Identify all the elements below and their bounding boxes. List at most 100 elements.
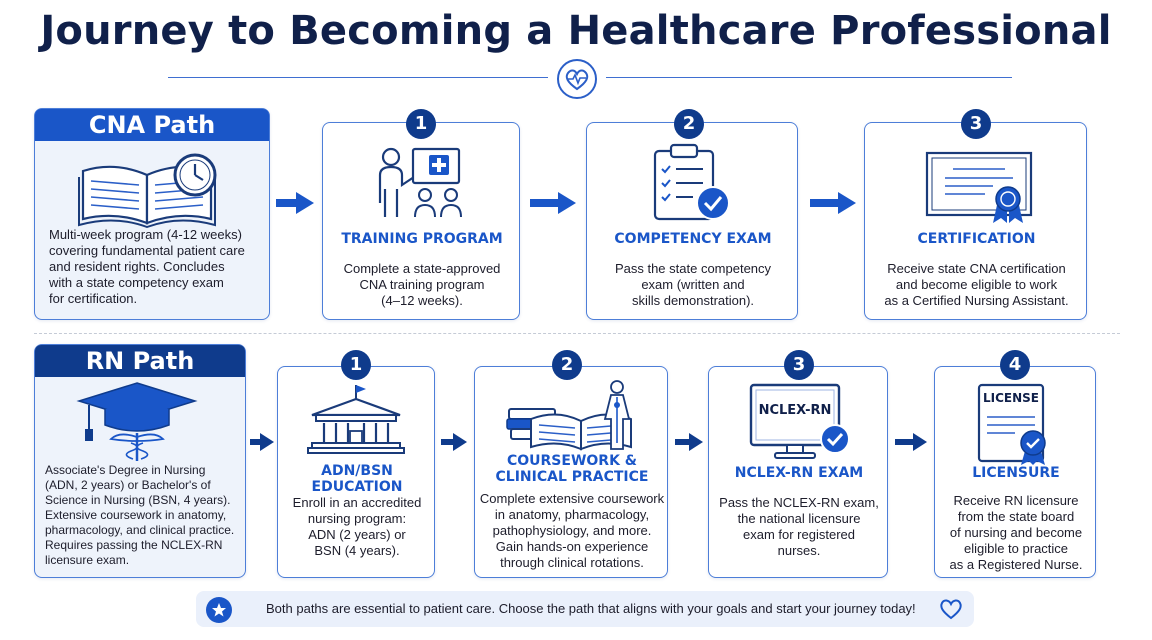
title-rule-left <box>168 77 548 78</box>
cna-step-badge-3: 3 <box>961 109 991 139</box>
step-text-line: as a Certified Nursing Assistant. <box>884 293 1069 308</box>
cna-intro-line: and resident rights. Concludes <box>49 259 225 274</box>
heart-icon <box>940 599 962 620</box>
rn-step-badge-2: 2 <box>552 350 582 380</box>
graduation-cap-caduceus-icon <box>76 382 198 461</box>
page-title: Journey to Becoming a Healthcare Profess… <box>40 8 1112 54</box>
rn-step-badge-3: 3 <box>784 350 814 380</box>
cna-step-certification-title: CERTIFICATION <box>917 231 1036 247</box>
footer-star-badge <box>206 597 232 623</box>
rn-step-coursework-text: Complete extensive coursework in anatomy… <box>475 491 669 571</box>
heartbeat-icon <box>565 69 589 91</box>
arrow-right-icon <box>250 433 274 451</box>
step-text-line: nursing program: <box>307 511 407 526</box>
license-icon <box>977 383 1046 465</box>
step-text-line: Complete a state-approved <box>343 261 501 276</box>
step-text-line: (4–12 weeks). <box>381 293 463 308</box>
cna-step-certification: CERTIFICATION Receive state CNA certific… <box>864 122 1087 320</box>
university-icon <box>307 385 405 454</box>
step-text-line: the national licensure <box>737 511 861 526</box>
cna-step-training: TRAINING PROGRAM Complete a state-approv… <box>322 122 520 320</box>
step-text-line: ADN (2 years) or <box>308 527 406 542</box>
rn-step-education: ADN/BSN EDUCATION Enroll in an accredite… <box>277 366 435 578</box>
star-icon <box>212 603 226 617</box>
arrow-right-icon <box>675 433 703 451</box>
cna-step-training-text: Complete a state-approved CNA training p… <box>323 261 521 309</box>
rn-step-badge-4: 4 <box>1000 350 1030 380</box>
title-rule-right <box>606 77 1012 78</box>
step-text-line: CNA training program <box>359 277 485 292</box>
cna-intro-card: CNA Path Multi-week program (4-12 weeks)… <box>34 108 270 320</box>
rn-intro-line: licensure exam. <box>45 553 130 567</box>
rn-step-licensure: LICENSE LICENSURE Receive RN licensure f… <box>934 366 1096 578</box>
step-text-line: Receive RN licensure <box>953 493 1079 508</box>
step-text-line: in anatomy, pharmacology, <box>494 507 650 522</box>
rn-intro-line: Associate's Degree in Nursing <box>45 463 206 477</box>
cna-intro-line: with a state competency exam <box>49 275 224 290</box>
step-title-line: CLINICAL PRACTICE <box>495 469 649 485</box>
step-text-line: of nursing and become <box>949 525 1083 540</box>
arrow-right-icon <box>530 192 576 214</box>
rn-step-badge-1: 1 <box>341 350 371 380</box>
rn-step-licensure-text: Receive RN licensure from the state boar… <box>935 493 1097 573</box>
step-text-line: as a Registered Nurse. <box>949 557 1083 572</box>
step-text-line: from the state board <box>957 509 1075 524</box>
rn-step-education-title: ADN/BSN EDUCATION <box>311 463 403 495</box>
step-text-line: Pass the state competency <box>614 261 772 276</box>
heartbeat-badge <box>557 59 597 99</box>
step-text-line: Pass the NCLEX-RN exam, <box>719 495 879 510</box>
cna-step-training-title: TRAINING PROGRAM <box>341 231 503 247</box>
rn-step-coursework-title: COURSEWORK & CLINICAL PRACTICE <box>475 453 669 485</box>
step-text-line: Complete extensive coursework <box>479 491 665 506</box>
rn-step-licensure-title: LICENSURE <box>972 465 1060 481</box>
clipboard-check-icon <box>653 143 730 221</box>
rn-intro-text: Associate's Degree in Nursing (ADN, 2 ye… <box>45 463 245 568</box>
step-text-line: exam (written and <box>641 277 745 292</box>
cna-step-exam-text: Pass the state competency exam (written … <box>587 261 799 309</box>
path-divider <box>34 333 1120 334</box>
step-text-line: pathophysiology, and more. <box>492 523 652 538</box>
certificate-icon <box>925 151 1033 223</box>
cna-path-header: CNA Path <box>35 109 269 141</box>
cna-step-certification-text: Receive state CNA certification and beco… <box>865 261 1088 309</box>
step-text-line: Receive state CNA certification <box>887 261 1066 276</box>
cna-intro-line: covering fundamental patient care <box>49 243 245 258</box>
step-text-line: eligible to practice <box>963 541 1069 556</box>
cna-intro-line: Multi-week program (4-12 weeks) <box>49 227 242 242</box>
rn-path-header: RN Path <box>35 345 245 377</box>
books-anatomy-icon <box>506 380 632 451</box>
step-text-line: exam for registered <box>743 527 855 542</box>
step-text-line: through clinical rotations. <box>500 555 644 570</box>
book-clock-icon <box>78 153 217 229</box>
license-doc-label: LICENSE <box>983 391 1039 405</box>
nclex-screen-label: NCLEX-RN <box>758 403 832 418</box>
rn-step-nclex-title: NCLEX-RN EXAM <box>734 465 864 481</box>
cna-step-badge-2: 2 <box>674 109 704 139</box>
footer-text: Both paths are essential to patient care… <box>266 601 916 616</box>
rn-intro-line: Extensive coursework in anatomy, <box>45 508 227 522</box>
cna-intro-text: Multi-week program (4-12 weeks) covering… <box>49 227 261 307</box>
cna-intro-line: for certification. <box>49 291 138 306</box>
arrow-right-icon <box>441 433 467 451</box>
cna-step-exam-title: COMPETENCY EXAM <box>614 231 772 247</box>
footer-banner <box>196 591 974 627</box>
step-text-line: Enroll in an accredited <box>292 495 422 510</box>
cna-step-exam: COMPETENCY EXAM Pass the state competenc… <box>586 122 798 320</box>
rn-step-coursework: COURSEWORK & CLINICAL PRACTICE Complete … <box>474 366 668 578</box>
step-text-line: nurses. <box>777 543 821 558</box>
instructor-icon <box>378 147 462 218</box>
arrow-right-icon <box>810 192 856 214</box>
rn-step-nclex: NCLEX-RN NCLEX-RN EXAM Pass the NCLEX-RN… <box>708 366 888 578</box>
rn-intro-line: Requires passing the NCLEX-RN <box>45 538 223 552</box>
rn-step-nclex-text: Pass the NCLEX-RN exam, the national lic… <box>709 495 889 559</box>
cna-step-badge-1: 1 <box>406 109 436 139</box>
rn-intro-line: pharmacology, and clinical practice. <box>45 523 235 537</box>
rn-intro-line: Science in Nursing (BSN, 4 years). <box>45 493 231 507</box>
rn-step-education-text: Enroll in an accredited nursing program:… <box>278 495 436 559</box>
step-text-line: Gain hands-on experience <box>495 539 649 554</box>
step-text-line: and become eligible to work <box>895 277 1058 292</box>
arrow-right-icon <box>276 192 314 214</box>
arrow-right-icon <box>895 433 927 451</box>
step-text-line: skills demonstration). <box>631 293 755 308</box>
step-text-line: BSN (4 years). <box>314 543 400 558</box>
